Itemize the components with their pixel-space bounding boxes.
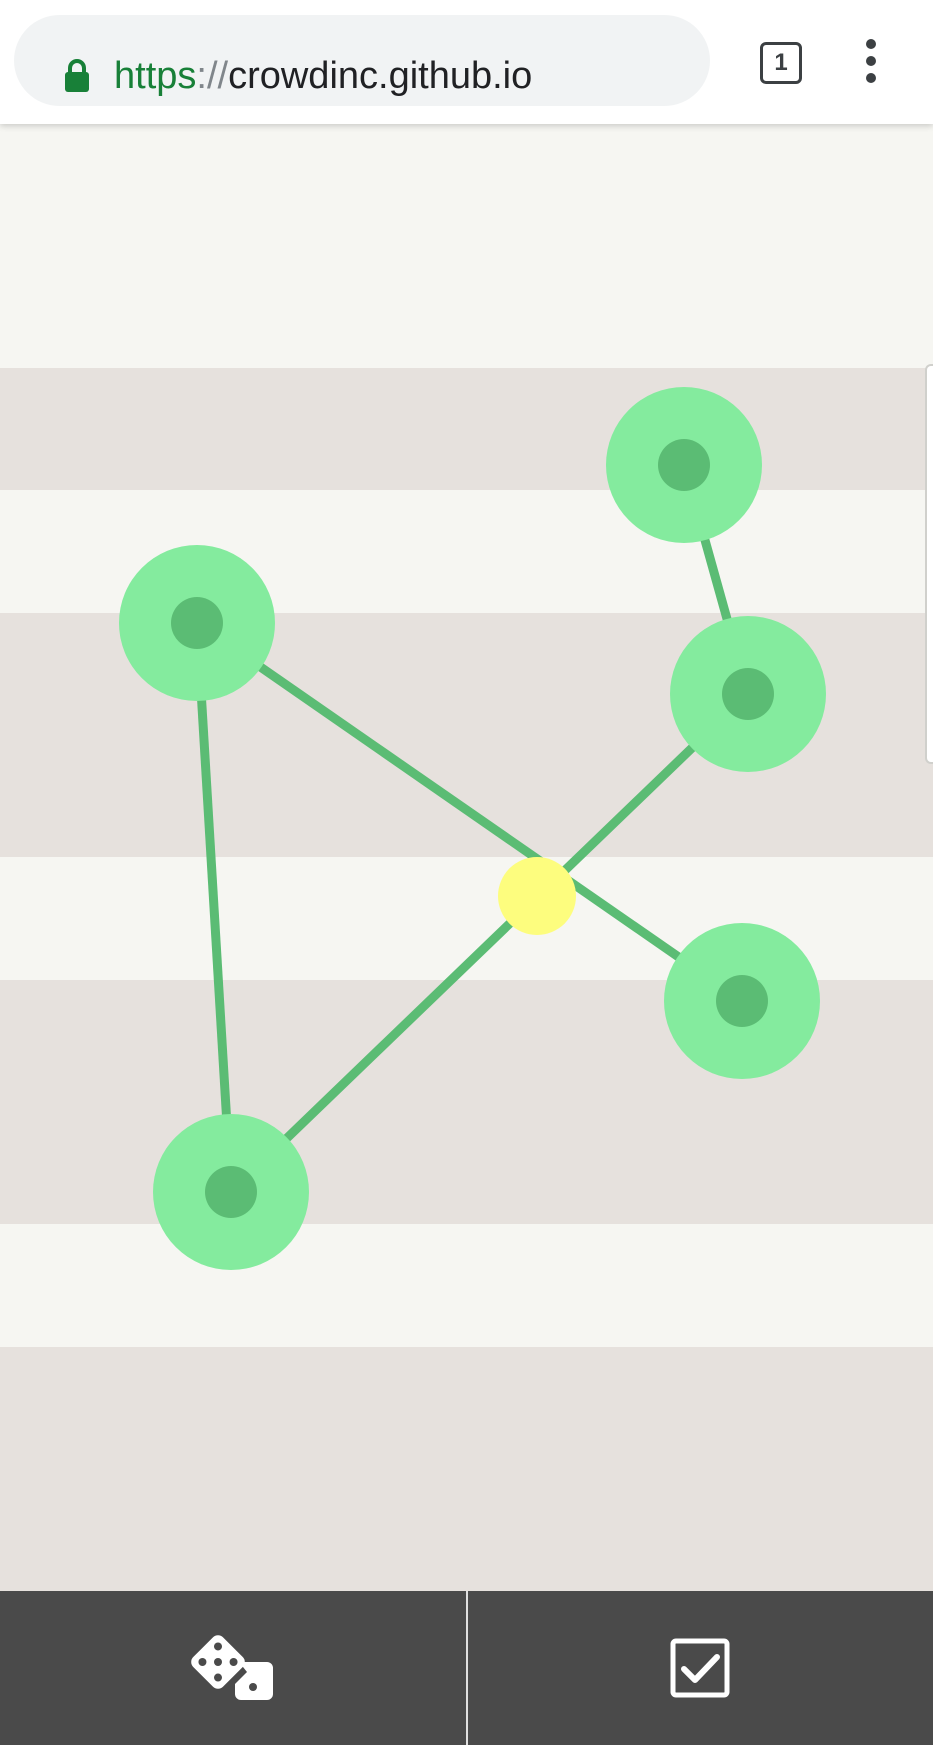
browser-toolbar: https://crowdinc.github.io 1 — [0, 0, 933, 124]
band — [0, 1347, 933, 1591]
graph-node[interactable] — [606, 387, 762, 543]
address-bar[interactable]: https://crowdinc.github.io — [14, 15, 710, 106]
url-host: crowdinc.github.io — [228, 55, 533, 97]
graph-node[interactable] — [153, 1114, 309, 1270]
graph-node[interactable] — [670, 616, 826, 772]
url-scheme: https — [114, 55, 197, 97]
node-inner[interactable] — [716, 975, 768, 1027]
edge-crossing-marker — [498, 857, 576, 935]
lock-icon — [65, 59, 89, 92]
intersection-layer — [498, 857, 576, 935]
game-board-area — [0, 124, 933, 1591]
band — [0, 368, 933, 490]
shuffle-button[interactable] — [0, 1591, 466, 1745]
tab-switcher-button[interactable]: 1 — [760, 42, 802, 84]
checkbox-checked-icon — [670, 1638, 730, 1698]
scrollbar-edge[interactable] — [925, 364, 933, 764]
graph-node[interactable] — [664, 923, 820, 1079]
submit-button[interactable] — [468, 1591, 933, 1745]
node-inner[interactable] — [722, 668, 774, 720]
node-layer — [119, 387, 826, 1270]
graph-edge — [192, 622, 236, 1193]
graph-node[interactable] — [119, 545, 275, 701]
node-inner[interactable] — [171, 597, 223, 649]
toolbar-divider — [465, 1591, 468, 1745]
url-text: https://crowdinc.github.io — [114, 49, 532, 103]
graph-edge — [227, 690, 752, 1196]
dice-icon — [190, 1635, 273, 1700]
url-separator: :// — [196, 55, 229, 97]
node-inner[interactable] — [658, 439, 710, 491]
game-board — [0, 368, 933, 1591]
more-vert-icon[interactable] — [856, 38, 886, 84]
game-toolbar — [0, 1591, 933, 1745]
graph-edge — [194, 619, 745, 1005]
node-inner[interactable] — [205, 1166, 257, 1218]
